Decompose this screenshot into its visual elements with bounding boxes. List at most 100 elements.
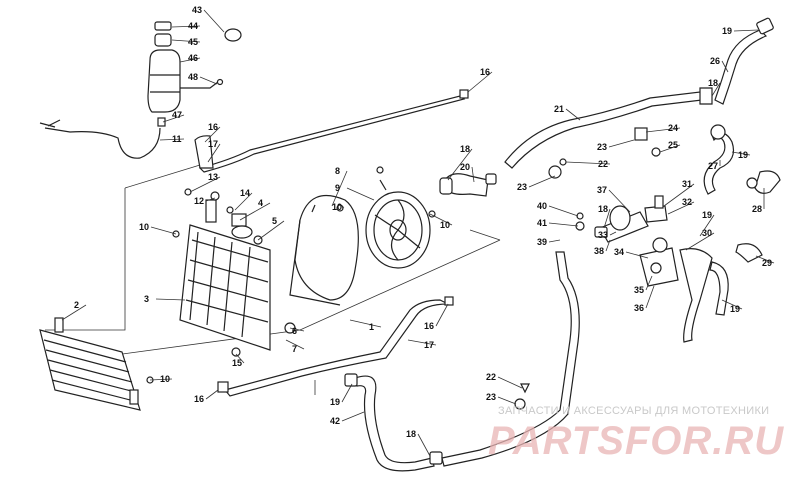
callout-label-c17b: 17 [424, 340, 434, 350]
coolant-reservoir [147, 21, 242, 127]
callout-leader-c44 [171, 25, 201, 28]
callout-label-c23c: 23 [597, 142, 607, 152]
callout-label-c46: 46 [188, 53, 198, 63]
callout-leader-c22b [565, 161, 611, 165]
callout-label-c16d: 16 [424, 321, 434, 331]
callout-leader-c5 [257, 220, 285, 241]
callout-label-c9: 9 [335, 183, 340, 193]
callout-leader-c16a [467, 71, 493, 93]
callout-leader-c8 [331, 170, 348, 207]
callout-label-c12: 12 [194, 196, 204, 206]
callout-leader-c47 [162, 114, 185, 123]
callout-label-c33: 33 [598, 230, 608, 240]
callout-leader-c19d [721, 299, 743, 310]
callout-label-c18a: 18 [406, 429, 416, 439]
callout-label-c16b: 16 [208, 122, 218, 132]
callout-leader-c16b [204, 126, 221, 143]
callout-label-c47: 47 [172, 110, 182, 120]
watermark-logo-text: PARTSFOR.RU [488, 419, 784, 462]
callout-label-c23b: 23 [517, 182, 527, 192]
callout-leader-c37 [608, 189, 631, 213]
callout-label-c37: 37 [597, 185, 607, 195]
clamp-43-part [224, 28, 242, 42]
callout-leader-c2 [61, 304, 87, 321]
callout-leader-c19b [733, 29, 759, 32]
callout-label-c45: 45 [188, 37, 198, 47]
callout-label-c11: 11 [172, 134, 182, 144]
callout-leader-c16c [205, 389, 219, 400]
watermark-subtitle: ЗАПЧАСТИ И АКСЕССУАРЫ ДЛЯ МОТОТЕХНИКИ [498, 405, 770, 417]
callout-label-c38: 38 [594, 246, 604, 256]
callout-leader-c39 [548, 239, 561, 243]
callout-leader-c14 [234, 192, 253, 211]
callout-leader-c4 [239, 202, 271, 221]
callout-leader-c11 [159, 138, 185, 141]
callout-label-c19c: 19 [738, 150, 748, 160]
watermark-logo: PARTSFOR.RU [488, 419, 784, 462]
callout-label-c19a: 19 [330, 397, 340, 407]
callout-label-c13: 13 [208, 172, 218, 182]
callout-leader-c9 [346, 187, 375, 201]
callout-label-c19e: 19 [702, 210, 712, 220]
callout-leader-c23a [497, 396, 517, 405]
callout-leader-c43 [203, 9, 225, 33]
callout-label-c43: 43 [192, 5, 202, 15]
callout-leader-c23b [528, 175, 556, 188]
callout-leader-c30 [685, 232, 715, 251]
callout-leader-c29 [755, 255, 775, 264]
hose-26-part [714, 29, 768, 105]
callout-leader-c19a [341, 383, 353, 403]
callout-label-c18c: 18 [708, 78, 718, 88]
callout-leader-c25 [659, 144, 681, 153]
callout-label-c23a: 23 [486, 392, 496, 402]
callout-label-c10b: 10 [160, 374, 170, 384]
callout-leader-c10c [341, 206, 345, 209]
hose-27-part [703, 132, 735, 195]
callout-label-c41: 41 [537, 218, 547, 228]
callout-leader-c18b [447, 148, 473, 181]
callout-label-c14: 14 [240, 188, 250, 198]
callout-leader-c18a [417, 433, 431, 457]
bracket-48-part [180, 81, 219, 89]
callout-leader-c1 [349, 319, 382, 328]
callout-label-c18d: 18 [598, 204, 608, 214]
callout-label-c19b: 19 [722, 26, 732, 36]
callout-label-c22a: 22 [486, 372, 496, 382]
fitting-47-part [157, 117, 166, 127]
callout-leader-c10b [149, 378, 173, 381]
callout-leader-c20 [471, 166, 475, 183]
callout-leader-c10a [150, 226, 177, 235]
callout-leader-c35 [645, 275, 653, 291]
callout-label-c44: 44 [188, 21, 198, 31]
callout-leader-c6 [289, 327, 305, 332]
callout-leader-c16d [435, 303, 449, 327]
callout-leader-c7 [285, 339, 305, 350]
callout-leader-c33 [609, 231, 617, 236]
thermostat-housing [439, 173, 763, 343]
callout-label-c48: 48 [188, 72, 198, 82]
callout-leader-c23c [608, 139, 635, 148]
callout-leader-c31 [663, 183, 695, 207]
callout-label-c10d: 10 [440, 220, 450, 230]
small-fittings [146, 127, 664, 410]
oil-cooler [39, 317, 141, 411]
callout-leader-c24 [645, 127, 681, 133]
callout-leader-c48 [199, 76, 218, 85]
callout-label-c18b: 18 [460, 144, 470, 154]
callout-leader-c13 [189, 176, 221, 193]
callout-label-c36: 36 [634, 303, 644, 313]
callout-label-c25: 25 [668, 140, 678, 150]
callout-label-c31: 31 [682, 179, 692, 189]
callout-leader-c18c [711, 82, 721, 97]
callout-label-c1: 1 [369, 322, 374, 332]
callout-label-c17a: 17 [208, 139, 218, 149]
callout-label-c29: 29 [762, 258, 772, 268]
callout-leader-c42 [341, 411, 365, 422]
callout-label-c7: 7 [292, 344, 297, 354]
callout-label-c28: 28 [752, 204, 762, 214]
callout-leader-c3 [155, 298, 186, 301]
callout-label-c35: 35 [634, 285, 644, 295]
callout-label-c22b: 22 [598, 159, 608, 169]
callout-label-c3: 3 [144, 294, 149, 304]
